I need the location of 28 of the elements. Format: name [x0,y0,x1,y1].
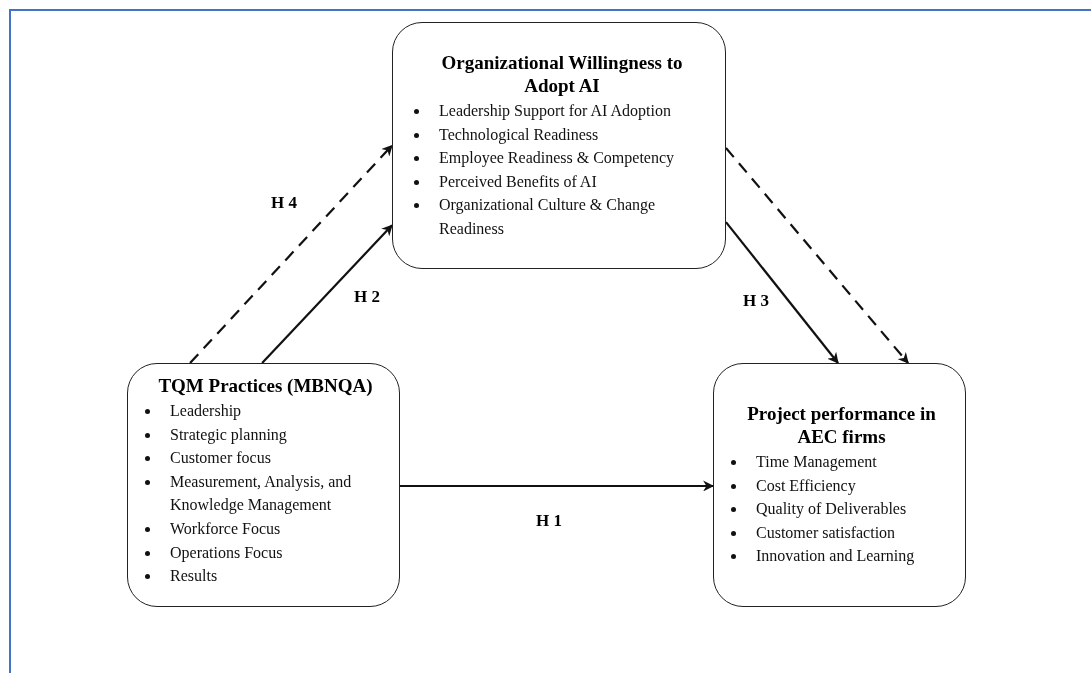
bullet-item: Strategic planning [170,425,287,443]
bullet-item: Leadership Support for AI Adoption [439,102,671,119]
rounded-box [127,363,400,607]
arrow [261,224,393,364]
box-heading: Organizational Willingness to Adopt AI [440,51,684,97]
bullet-item: Operations Focus [170,543,283,561]
rounded-box [713,363,966,607]
bullet-item: Workforce Focus [170,519,281,537]
box-heading: Project performance in AEC firms [746,402,937,448]
box-heading: TQM Practices (MBNQA) [157,374,374,397]
arrow [189,144,393,364]
arrow [725,147,909,364]
bullet-item: Organizational Culture & Change Readiness [439,196,656,237]
bullet-item: Time Management [756,453,877,470]
bullet-item: Measurement, Analysis, and Knowledge Management [170,472,352,514]
bullet-item: Technological Readiness [439,125,599,143]
bullet-item: Perceived Benefits of AI [439,172,597,190]
bullet-item: Quality of Deliverables [756,500,907,518]
bullet-item: Leadership [170,402,242,419]
bullet-item: Customer focus [170,449,271,467]
arrow [400,480,715,492]
arrow [725,221,839,364]
bullet-item: Results [170,567,218,585]
rounded-box [392,22,726,269]
bullet-item: Employee Readiness & Competency [439,149,675,167]
bullet-item: Customer satisfaction [756,523,896,541]
bullet-item: Cost Efficiency [756,476,856,494]
bullet-item: Innovation and Learning [756,547,915,565]
